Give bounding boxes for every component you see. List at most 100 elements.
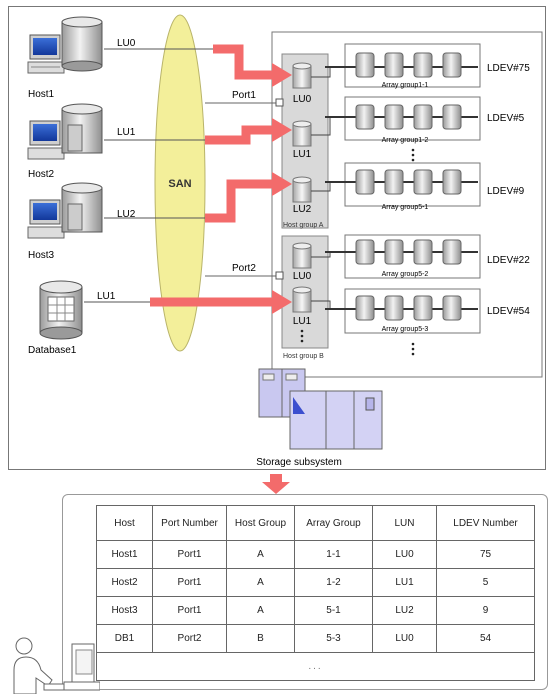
host2-tower-icon — [61, 103, 103, 154]
table-cell: Host1 — [96, 540, 153, 569]
array-group-box — [325, 234, 481, 279]
database1-label: Database1 — [28, 345, 77, 356]
table-row: Host1 Port1 A 1-1 LU0 75 — [96, 540, 535, 569]
table-cell: A — [226, 568, 295, 597]
storage-subsystem-icon — [258, 368, 383, 450]
header-cell: Host — [96, 505, 153, 541]
lu-label: LU1 — [293, 149, 312, 160]
table-header-row: Host Port Number Host Group Array Group … — [96, 505, 535, 541]
host1-arrowhead — [272, 63, 292, 87]
lu-cylinder — [292, 120, 312, 147]
lu-cylinder — [292, 286, 312, 313]
continuation-dots — [411, 342, 415, 356]
lu-label: LU0 — [293, 94, 312, 105]
host3-arrow — [205, 179, 276, 223]
table-ellipsis: ... — [96, 652, 535, 681]
lu-cylinder — [292, 176, 312, 203]
san-cloud — [154, 14, 206, 352]
table-cell: LU0 — [372, 624, 437, 653]
host2-arrow — [205, 125, 276, 145]
host3-tower-icon — [61, 182, 103, 233]
host3-label: Host3 — [28, 250, 55, 261]
ldev-label: LDEV#9 — [487, 186, 525, 197]
database1-lu-label: LU1 — [97, 291, 116, 302]
host1-arrow — [213, 44, 276, 80]
table-cell: 1-1 — [294, 540, 373, 569]
table-row: Host3 Port1 A 5-1 LU2 9 — [96, 596, 535, 625]
port1-label: Port1 — [232, 90, 256, 101]
header-cell: Port Number — [152, 505, 227, 541]
header-cell: Array Group — [294, 505, 373, 541]
table-cell: 5-1 — [294, 596, 373, 625]
table-cell: LU2 — [372, 596, 437, 625]
table-cell: 9 — [436, 596, 535, 625]
table-cell: A — [226, 540, 295, 569]
host-group-b-label: Host group B — [283, 353, 324, 360]
lu-cylinder — [292, 242, 312, 269]
ldev-label: LDEV#5 — [487, 113, 525, 124]
array-group-label: Array group1-1 — [382, 82, 429, 89]
host1-computer-icon — [27, 34, 65, 74]
table-cell: 1-2 — [294, 568, 373, 597]
header-cell: LDEV Number — [436, 505, 535, 541]
host2-arrowhead — [272, 118, 292, 142]
table-ellipsis-row: ... — [96, 652, 535, 681]
down-arrow-icon — [262, 474, 290, 494]
lu-label: LU2 — [293, 204, 312, 215]
host3-arrowhead — [272, 172, 292, 196]
table-cell: A — [226, 596, 295, 625]
array-group-label: Array group1-2 — [382, 137, 429, 144]
storage-subsystem-label: Storage subsystem — [256, 457, 342, 468]
lu-label: LU1 — [293, 316, 312, 327]
table-cell: 54 — [436, 624, 535, 653]
host2-lu-label: LU1 — [117, 127, 136, 138]
host1-disk-icon — [61, 16, 103, 72]
ldev-label: LDEV#75 — [487, 63, 530, 74]
array-group-box — [325, 43, 481, 88]
table-cell: 75 — [436, 540, 535, 569]
lu-label: LU0 — [293, 271, 312, 282]
table-cell: Port1 — [152, 596, 227, 625]
lu-cylinder — [292, 62, 312, 89]
operator-illustration — [13, 637, 100, 694]
monitor-icon — [63, 643, 100, 691]
array-group-box — [325, 96, 481, 141]
database1-icon — [39, 280, 83, 340]
table-cell: B — [226, 624, 295, 653]
port1-connector — [275, 98, 284, 107]
ldev-label: LDEV#22 — [487, 255, 530, 266]
table-cell: Port1 — [152, 540, 227, 569]
port2-connector — [275, 271, 284, 280]
table-cell: Host3 — [96, 596, 153, 625]
array-group-box — [325, 288, 481, 334]
table-cell: LU0 — [372, 540, 437, 569]
host1-label: Host1 — [28, 89, 55, 100]
header-cell: Host Group — [226, 505, 295, 541]
host-group-a-label: Host group A — [283, 222, 324, 229]
array-group-label: Array group5-1 — [382, 204, 429, 211]
table-cell: Port2 — [152, 624, 227, 653]
table-row: Host2 Port1 A 1-2 LU1 5 — [96, 568, 535, 597]
host1-lu-label: LU0 — [117, 38, 136, 49]
person-icon — [13, 637, 67, 694]
array-group-label: Array group5-3 — [382, 326, 429, 333]
table-cell: LU1 — [372, 568, 437, 597]
table-cell: DB1 — [96, 624, 153, 653]
table-row: DB1 Port2 B 5-3 LU0 54 — [96, 624, 535, 653]
table-cell: Port1 — [152, 568, 227, 597]
continuation-dots — [411, 148, 415, 162]
port2-label: Port2 — [232, 263, 256, 274]
table-cell: Host2 — [96, 568, 153, 597]
array-group-box — [325, 162, 481, 207]
host3-computer-icon — [27, 199, 65, 239]
san-label: SAN — [168, 178, 191, 190]
host2-label: Host2 — [28, 169, 55, 180]
continuation-dots — [300, 329, 304, 343]
header-cell: LUN — [372, 505, 437, 541]
array-group-label: Array group5-2 — [382, 271, 429, 278]
host3-lu-label: LU2 — [117, 209, 136, 220]
database1-arrowhead — [272, 290, 292, 314]
table-cell: 5 — [436, 568, 535, 597]
host2-computer-icon — [27, 120, 65, 160]
